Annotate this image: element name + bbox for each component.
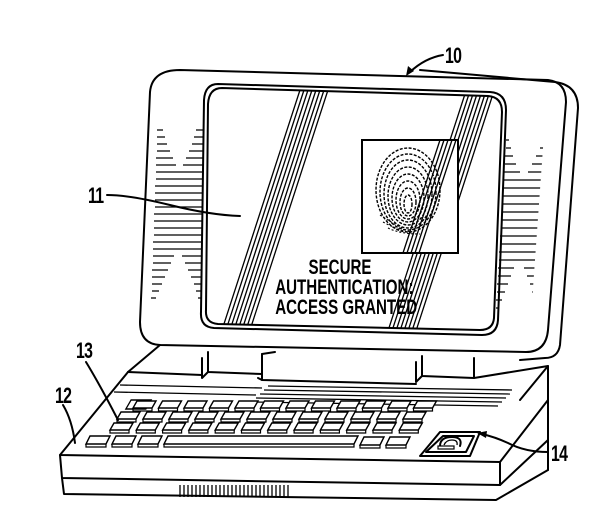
keyboard-key: [187, 422, 214, 431]
keyboard-key: [371, 422, 398, 431]
screen-message-line-1: SECURE: [308, 256, 372, 279]
keyboard-key: [208, 400, 234, 409]
keyboard-key: [115, 411, 142, 420]
keyboard-key: [323, 411, 350, 420]
keyboard-key: [233, 400, 260, 409]
keyboard-key: [310, 400, 336, 409]
keyboard-key: [349, 411, 376, 420]
screen-message: SECURE AUTHENTICATION: ACCESS GRANTED: [250, 257, 430, 327]
ref-label-device: 10: [445, 43, 462, 68]
keyboard-key: [375, 411, 402, 420]
keyboard-key: [292, 422, 319, 431]
keyboard-key: [84, 435, 112, 445]
keyboard-key: [219, 411, 246, 420]
display-housing: [139, 69, 579, 361]
ref-label-base: 12: [55, 383, 72, 408]
keyboard-key: [412, 400, 438, 409]
keyboard-key: [110, 435, 138, 445]
keyboard-key: [398, 422, 424, 431]
keyboard-key: [266, 422, 293, 431]
leader-lines: [62, 54, 549, 453]
keyboard-key: [167, 411, 194, 420]
keyboard-key: [259, 400, 285, 409]
keyboard-key: [141, 411, 168, 420]
keyboard-key: [135, 422, 161, 431]
keyboard-keys: [84, 400, 438, 449]
right-bezel-hatching: [496, 139, 545, 309]
keyboard-key: [162, 435, 360, 445]
keyboard-key: [384, 436, 412, 446]
keyboard-key: [157, 400, 183, 409]
screen-message-line-2: AUTHENTICATION:: [275, 276, 414, 299]
keyboard-key: [271, 411, 298, 420]
keyboard-key: [345, 422, 371, 431]
keyboard-key: [358, 436, 386, 446]
ref-label-fingerprint-sensor: 14: [551, 441, 568, 466]
keyboard-key: [319, 422, 345, 431]
keyboard-key: [161, 422, 187, 431]
fingerprint-sensor: [419, 431, 481, 457]
keyboard-key: [136, 435, 164, 445]
keyboard-key: [335, 400, 362, 409]
keyboard-key: [182, 400, 209, 409]
keyboard-key: [401, 411, 428, 420]
fingerprint-image: [361, 139, 459, 254]
keyboard-key: [361, 400, 387, 409]
keyboard-key: [108, 422, 135, 431]
keyboard-key: [213, 422, 240, 431]
laptop-base: [59, 344, 549, 501]
keyboard-key: [240, 422, 266, 431]
ref-label-display: 11: [88, 183, 104, 208]
keyboard-key: [386, 400, 413, 409]
keyboard-key: [245, 411, 272, 420]
left-bezel-hatching: [151, 129, 203, 299]
keyboard-key: [284, 400, 311, 409]
screen-message-line-3: ACCESS GRANTED: [275, 296, 418, 319]
keyboard-key: [297, 411, 324, 420]
ref-label-keyboard: 13: [76, 338, 93, 363]
keyboard-key: [193, 411, 220, 420]
hinges: [201, 351, 475, 385]
keyboard-key: [131, 400, 158, 409]
